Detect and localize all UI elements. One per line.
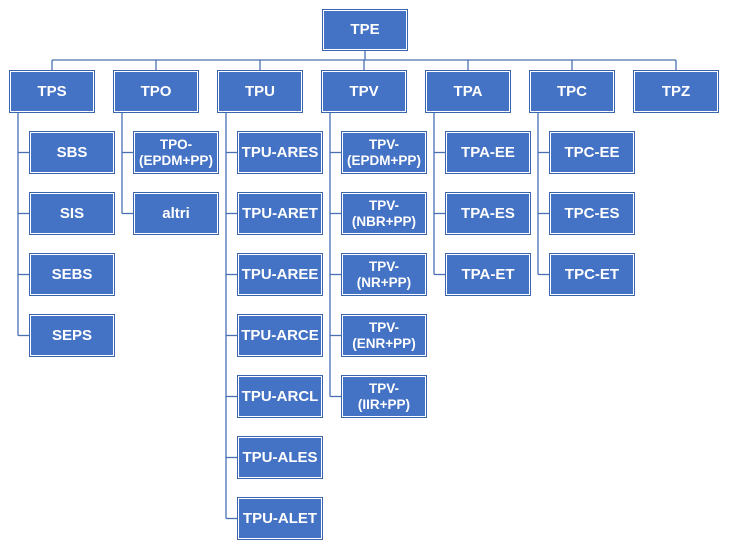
node-tpo-epdm-pp: TPO-(EPDM+PP) [134,132,218,173]
node-label-line: (IIR+PP) [357,396,411,412]
node-tpv: TPV [322,71,406,112]
node-tpa-et: TPA-ET [446,254,530,295]
node-tpc-es: TPC-ES [550,193,634,234]
node-label-line: TPV- [368,136,399,152]
node-tpv-epdm-pp: TPV-(EPDM+PP) [342,132,426,173]
node-label-line: TPV- [368,319,399,335]
node-tpv-iir-pp: TPV-(IIR+PP) [342,376,426,417]
node-label-line: (EPDM+PP) [139,152,213,168]
node-label-line: (NR+PP) [356,274,412,290]
node-tpu-alet: TPU-ALET [238,498,322,539]
node-label-line: (EPDM+PP) [347,152,421,168]
node-label-line: TPO- [159,136,193,152]
node-tpu-ales: TPU-ALES [238,437,322,478]
node-tpa: TPA [426,71,510,112]
node-label-line: TPV- [368,258,399,274]
node-tpu: TPU [218,71,302,112]
node-sbs: SBS [30,132,114,173]
node-label-line: (NBR+PP) [351,213,417,229]
node-label-line: TPV- [368,197,399,213]
node-sebs: SEBS [30,254,114,295]
node-tpz: TPZ [634,71,718,112]
node-tpc-ee: TPC-EE [550,132,634,173]
node-sis: SIS [30,193,114,234]
node-tpc: TPC [530,71,614,112]
node-label-line: (ENR+PP) [352,335,416,351]
node-tpv-nbr-pp: TPV-(NBR+PP) [342,193,426,234]
node-tpu-arcl: TPU-ARCL [238,376,322,417]
node-tpe: TPE [323,10,407,50]
node-tpv-enr-pp: TPV-(ENR+PP) [342,315,426,356]
node-tpo: TPO [114,71,198,112]
node-seps: SEPS [30,315,114,356]
node-tpu-arce: TPU-ARCE [238,315,322,356]
node-tpu-ares: TPU-ARES [238,132,322,173]
node-tpa-ee: TPA-EE [446,132,530,173]
node-label-line: TPV- [368,380,399,396]
node-altri: altri [134,193,218,234]
node-tpu-aree: TPU-AREE [238,254,322,295]
node-tpa-es: TPA-ES [446,193,530,234]
node-tpv-nr-pp: TPV-(NR+PP) [342,254,426,295]
node-tps: TPS [10,71,94,112]
node-tpu-aret: TPU-ARET [238,193,322,234]
node-tpc-et: TPC-ET [550,254,634,295]
